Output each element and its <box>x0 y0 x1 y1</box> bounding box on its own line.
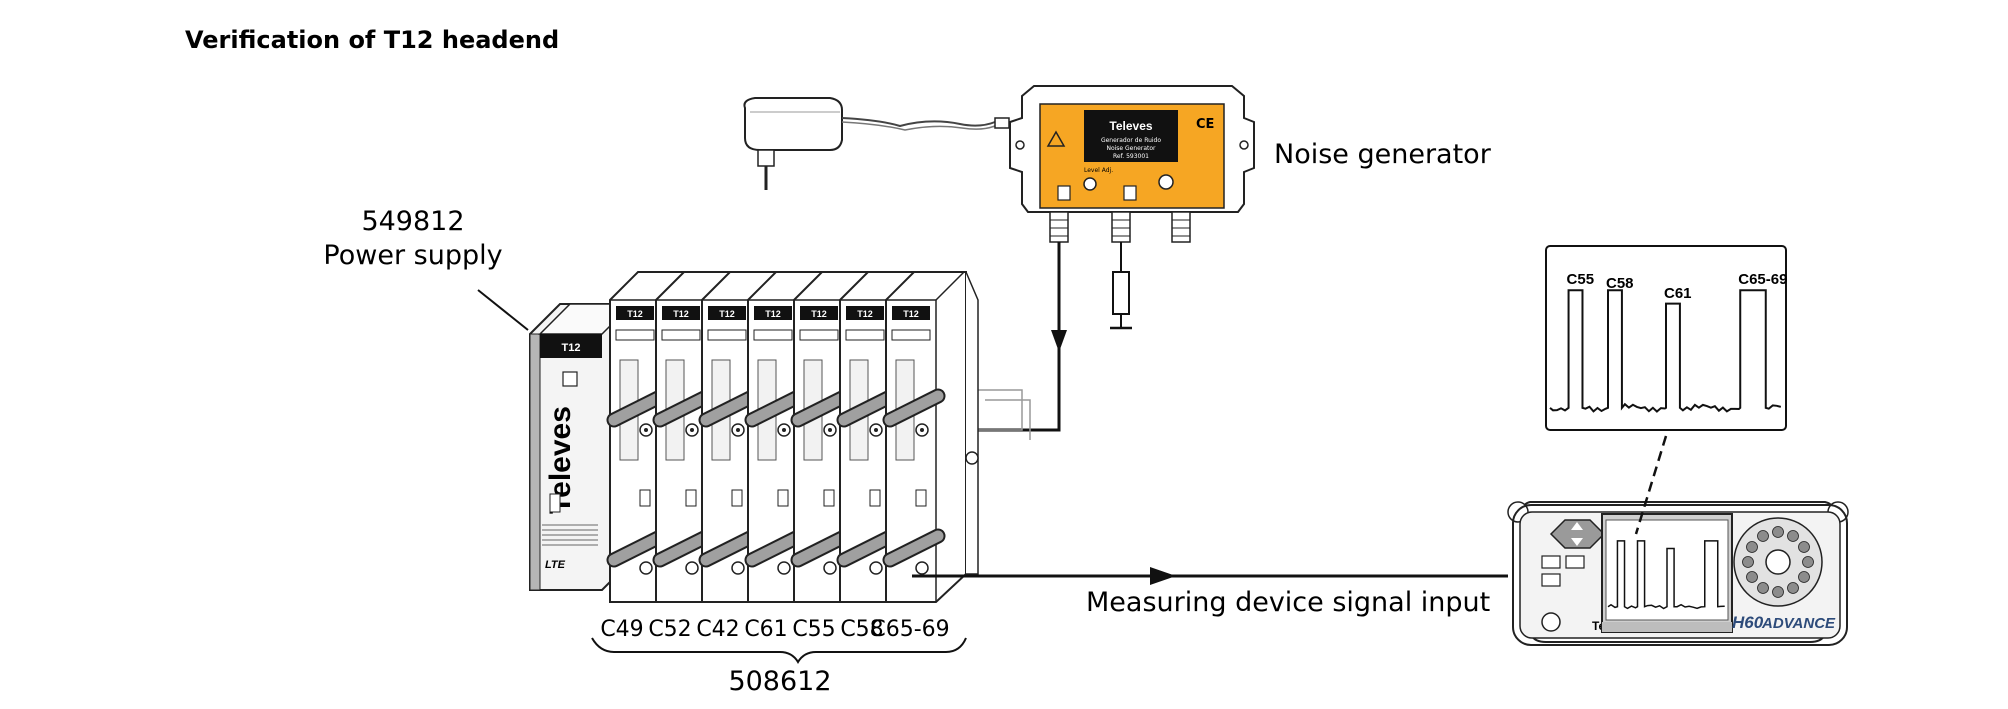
spectrum-trace <box>1549 289 1782 413</box>
peak-label-c55: C55 <box>1567 271 1595 288</box>
warning-icon <box>1046 130 1066 147</box>
ac-adapter <box>743 97 1022 190</box>
peak-label-c65-69: C65-69 <box>1738 271 1787 288</box>
noise-generator: Televes Generador de Ruido Noise Generat… <box>1009 85 1255 243</box>
module-tag <box>754 306 792 320</box>
level-adj-label: Level Adj. <box>1084 167 1113 174</box>
measure-flow-arrow <box>1150 567 1176 585</box>
function-key-2 <box>1565 555 1585 569</box>
noise-generator-label-plate <box>1084 110 1178 162</box>
peak-label-c61: C61 <box>1664 285 1692 302</box>
power-button-icon <box>1541 612 1561 632</box>
power-supply-unit: T12 Televes LTE <box>529 303 634 591</box>
noise-generator-title-es: Generador de Ruido <box>1101 137 1161 144</box>
noise-generator-brand: Televes <box>1109 119 1152 133</box>
power-supply-leader-line <box>477 289 529 331</box>
noise-generator-label: Noise generator <box>1274 139 1492 170</box>
module-tag <box>616 306 654 320</box>
channel-label-c55: C55 <box>792 617 835 642</box>
module-tag <box>662 306 700 320</box>
t12-modules: T12 T12 T12 T12 T12 T12 T12 <box>606 271 979 603</box>
module-tag-text: T12 <box>765 309 781 319</box>
module-tag-text: T12 <box>673 309 689 319</box>
noise-generator-connector-2 <box>1111 211 1131 243</box>
channel-label-c49: C49 <box>600 617 643 642</box>
measuring-input-label: Measuring device signal input <box>1086 587 1490 618</box>
ok-button <box>1765 549 1791 575</box>
navigation-pad <box>1549 519 1606 549</box>
load-terminator <box>1110 242 1132 330</box>
module-tag-text: T12 <box>811 309 827 319</box>
noise-generator-connector-1 <box>1049 211 1069 243</box>
module-tag-text: T12 <box>857 309 873 319</box>
diagram-title: Verification of T12 headend <box>185 26 559 54</box>
function-key-1 <box>1541 555 1561 569</box>
channel-label-c52: C52 <box>648 617 691 642</box>
level-adjust-knob <box>1083 177 1097 191</box>
module-tag-text: T12 <box>903 309 919 319</box>
lte-mark: LTE <box>545 559 566 571</box>
module-tag-text: T12 <box>627 309 643 319</box>
power-supply-tag <box>540 334 602 358</box>
module-tag <box>846 306 884 320</box>
output-port-icon <box>1057 185 1071 201</box>
module-tag-text: T12 <box>719 309 735 319</box>
power-supply-ref-label: 549812 <box>361 206 464 237</box>
module-tag <box>892 306 930 320</box>
function-key-3 <box>1541 573 1561 587</box>
zoom-dashed-line <box>1634 435 1668 535</box>
channel-label-c61: C61 <box>744 617 787 642</box>
h60-measuring-device: Televes H60 ADVANCE <box>1507 501 1849 646</box>
module-group-brace <box>591 637 967 664</box>
input-port-icon <box>1123 185 1137 201</box>
noise-generator-connector-3 <box>1171 211 1191 243</box>
meter-edition: ADVANCE <box>1761 615 1836 632</box>
module-tag <box>708 306 746 320</box>
noise-generator-ref: Ref. 593001 <box>1113 153 1149 160</box>
channel-label-c58: C58 <box>840 617 883 642</box>
channel-label-c65-69: C65-69 <box>870 617 949 642</box>
meter-screen-spectrum-trace <box>1607 540 1725 610</box>
noise-generator-title-en: Noise Generator <box>1106 145 1156 152</box>
module-ref-label: 508612 <box>728 666 831 697</box>
power-supply-label: Power supply <box>323 240 502 271</box>
meter-model: H60 <box>1732 613 1764 632</box>
module-c65-69: T12 <box>882 271 967 603</box>
power-led-icon <box>1158 174 1174 190</box>
channel-label-c42: C42 <box>696 617 739 642</box>
peak-label-c58: C58 <box>1606 275 1634 292</box>
noise-flow-arrow <box>1051 330 1067 352</box>
power-supply-tag-text: T12 <box>562 342 581 354</box>
ce-mark: CE <box>1196 117 1214 132</box>
module-tag <box>800 306 838 320</box>
